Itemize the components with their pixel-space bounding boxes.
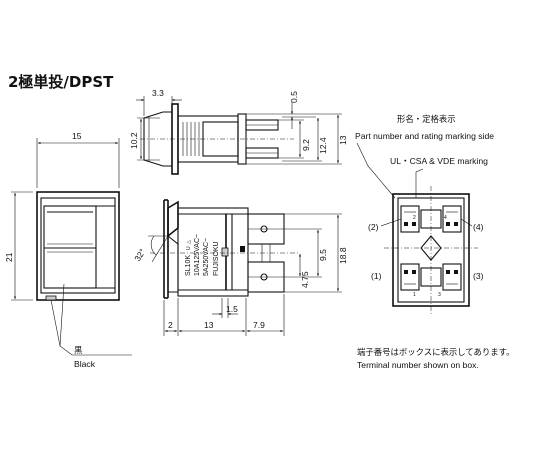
model-rating-label-jp: 形名・定格表示 bbox=[397, 114, 456, 124]
side-actuator-bottom bbox=[167, 234, 179, 293]
marking-line2: 10A125VAC~ bbox=[194, 234, 201, 276]
front-view: 15 21 黒 Black bbox=[4, 131, 132, 369]
terminal-label-3: (3) bbox=[473, 271, 484, 281]
dim-4-75: 4.75 bbox=[300, 271, 310, 288]
dim-0-5: 0.5 bbox=[289, 91, 299, 103]
black-label-en: Black bbox=[74, 359, 96, 369]
terminal-note-en: Terminal number shown on box. bbox=[357, 360, 479, 370]
side-housing bbox=[177, 207, 249, 297]
black-label-jp: 黒 bbox=[74, 345, 82, 355]
front-rocker bbox=[43, 205, 97, 289]
svg-text:1: 1 bbox=[413, 292, 416, 298]
dim-13-bottom: 13 bbox=[204, 320, 214, 330]
model-rating-label-en: Part number and rating marking side bbox=[355, 131, 494, 141]
dim-18-8: 18.8 bbox=[338, 247, 348, 264]
ul-marking-label: UL・CSA & VDE marking bbox=[390, 156, 488, 166]
dim-3-3: 3.3 bbox=[152, 88, 164, 98]
side-view: SL10K U △ 10A125VAC~ 5A250VAC~ FUJISOKU … bbox=[132, 199, 348, 336]
terminal-label-2: (2) bbox=[368, 222, 379, 232]
side-actuator-top bbox=[167, 200, 179, 238]
svg-text:2: 2 bbox=[413, 215, 416, 221]
dim-1-5: 1.5 bbox=[226, 304, 238, 314]
svg-text:4: 4 bbox=[444, 215, 447, 221]
dim-width-15: 15 bbox=[72, 131, 82, 141]
dim-13-top: 13 bbox=[338, 135, 348, 145]
side-marking-block: SL10K U △ 10A125VAC~ 5A250VAC~ FUJISOKU bbox=[185, 234, 220, 276]
terminal-label-1: (1) bbox=[371, 271, 382, 281]
svg-text:3: 3 bbox=[438, 292, 441, 298]
svg-text:U: U bbox=[186, 246, 192, 250]
dim-32-deg: 32° bbox=[132, 247, 147, 263]
terminal-label-4: (4) bbox=[473, 222, 484, 232]
terminal-note-jp: 端子番号はボックスに表示してあります。 bbox=[357, 347, 515, 357]
top-view: 3.3 10.2 0.5 9.2 12.4 13 bbox=[129, 88, 348, 175]
drawing-title: 2極単投/DPST bbox=[8, 73, 114, 91]
front-bezel-inner bbox=[40, 197, 116, 294]
dim-9-2: 9.2 bbox=[301, 139, 311, 151]
dim-2: 2 bbox=[168, 320, 173, 330]
dim-12-4: 12.4 bbox=[318, 137, 328, 154]
dim-10-2: 10.2 bbox=[129, 132, 139, 149]
front-bezel bbox=[36, 191, 120, 301]
black-marking bbox=[45, 295, 57, 301]
terminal-view: 2 4 1 3 形名・定格表示 Part number and rating m… bbox=[355, 114, 515, 370]
dim-height-21: 21 bbox=[4, 252, 14, 262]
svg-text:△: △ bbox=[186, 240, 192, 244]
dim-7-9: 7.9 bbox=[253, 320, 265, 330]
marking-line4: FUJISOKU bbox=[213, 241, 220, 276]
marking-line3: 5A250VAC~ bbox=[203, 238, 210, 276]
marking-line1: SL10K bbox=[185, 255, 192, 276]
dim-9-5: 9.5 bbox=[318, 249, 328, 261]
